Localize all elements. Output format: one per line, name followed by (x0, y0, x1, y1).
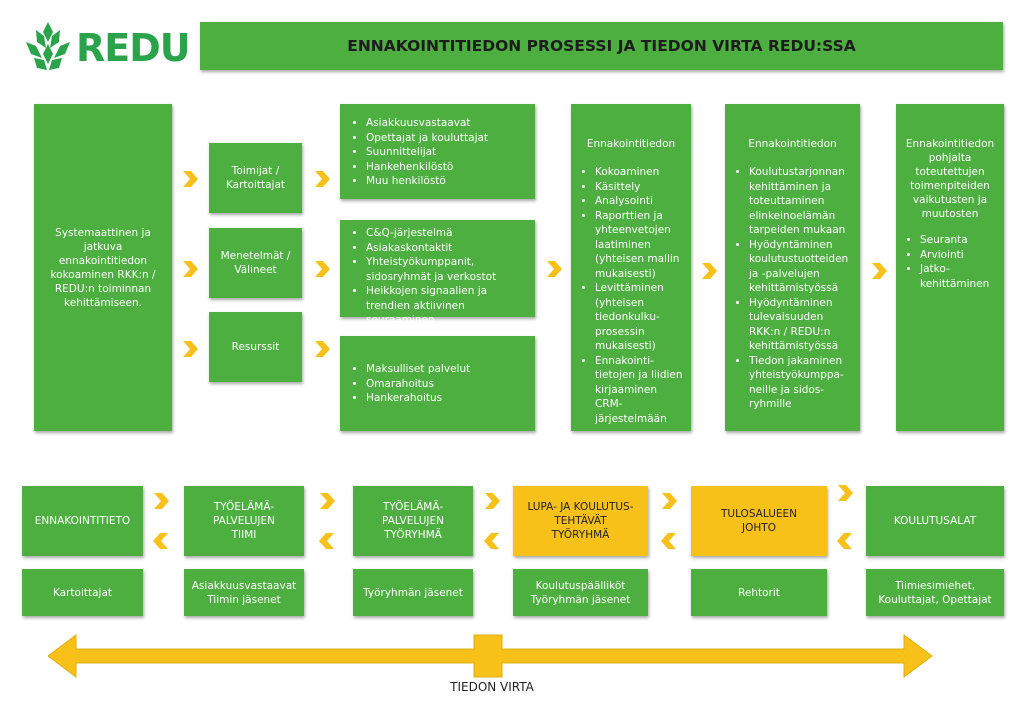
category-resources: Resurssit (209, 312, 302, 382)
chevron-right-icon (660, 492, 678, 510)
list-item: Asiakaskontaktit (366, 241, 527, 256)
list-item: Arviointi (920, 248, 998, 263)
chevron-left-icon (483, 532, 501, 550)
followup-title: Ennakointitiedon pohjalta toteutettujen … (905, 138, 995, 220)
list-item: Koulutustarjonnan kehittäminen ja toteut… (749, 165, 854, 238)
chevron-right-icon (313, 170, 331, 188)
usage-box: Ennakointitiedon Koulutustarjonnan kehit… (725, 104, 860, 431)
page-title: ENNAKOINTITIEDON PROSESSI JA TIEDON VIRT… (200, 22, 1003, 70)
list-item: Omarahoitus (366, 377, 527, 392)
followup-box: Ennakointitiedon pohjalta toteutettujen … (896, 104, 1004, 431)
list-item: Muu henkilöstö (366, 174, 527, 189)
list-item: Asiakkuusvastaavat (366, 116, 527, 131)
list-item: Maksulliset palvelut (366, 362, 527, 377)
chevron-right-icon (313, 340, 331, 358)
members-box: Työryhmän jäsenet (353, 569, 473, 616)
chevron-right-icon (318, 492, 336, 510)
leaf-icon (26, 22, 70, 70)
stage-working-life-group: TYÖELÄMÄ- PALVELUJEN TYÖRYHMÄ (353, 486, 473, 556)
stage-fields-of-education: KOULUTUSALAT (866, 486, 1004, 556)
followup-list: SeurantaArviointiJatko-kehittäminen (902, 233, 998, 291)
chevron-right-icon (483, 492, 501, 510)
list-item: C&Q-järjestelmä (366, 226, 527, 241)
chevron-right-icon (870, 262, 888, 280)
chevron-right-icon (545, 260, 563, 278)
list-item: Raporttien ja yhteenvetojen laatiminen (… (595, 209, 685, 282)
members-box: Koulutuspäälliköt Työryhmän jäsenet (513, 569, 648, 616)
stage-working-life-team: TYÖELÄMÄ- PALVELUJEN TIIMI (184, 486, 304, 556)
chevron-left-icon (660, 532, 678, 550)
list-item: Käsittely (595, 180, 685, 195)
list-item: Jatko-kehittäminen (920, 262, 998, 291)
list-item: Heikkojen signaalien ja trendien aktiivi… (366, 284, 527, 328)
list-actors: AsiakkuusvastaavatOpettajat ja kouluttaj… (340, 104, 535, 199)
process-box: Ennakointitiedon KokoaminenKäsittelyAnal… (571, 104, 691, 431)
chevron-left-icon (836, 532, 854, 550)
list-item: Yhteistyökumppanit, sidosryhmät ja verko… (366, 255, 527, 284)
bullet-list: Maksulliset palvelutOmarahoitusHankeraho… (348, 362, 527, 406)
list-item: Tiedon jakaminen yhteistyökumppa-neille … (749, 354, 854, 412)
members-box: Asiakkuusvastaavat Tiimin jäsenet (184, 569, 304, 616)
list-item: Seuranta (920, 233, 998, 248)
list-item: Hankerahoitus (366, 391, 527, 406)
process-list: KokoaminenKäsittelyAnalysointiRaporttien… (577, 165, 685, 426)
chevron-right-icon (836, 484, 854, 502)
flow-arrow-shape (48, 634, 933, 678)
members-box: Kartoittajat (22, 569, 143, 616)
logo-text: REDU (76, 26, 191, 70)
process-title: Ennakointitiedon (586, 138, 676, 150)
category-actors: Toimijat / Kartoittajat (209, 143, 302, 213)
chevron-left-icon (318, 532, 336, 550)
chevron-right-icon (313, 260, 331, 278)
list-item: Hyödyntäminen tulevaisuuden RKK:n / REDU… (749, 296, 854, 354)
bullet-list: AsiakkuusvastaavatOpettajat ja kouluttaj… (348, 116, 527, 189)
stage-management: TULOSALUEEN JOHTO (691, 486, 827, 556)
category-methods: Menetelmät / Välineet (209, 228, 302, 298)
flow-arrow (48, 634, 933, 678)
list-resources: Maksulliset palvelutOmarahoitusHankeraho… (340, 336, 535, 431)
chevron-right-icon (181, 260, 199, 278)
usage-list: Koulutustarjonnan kehittäminen ja toteut… (731, 165, 854, 412)
stage-foresight-info: ENNAKOINTITIETO (22, 486, 143, 556)
chevron-right-icon (181, 170, 199, 188)
members-box: Tiimiesimiehet, Kouluttajat, Opettajat (866, 569, 1004, 616)
start-box: Systemaattinen ja jatkuva ennakointitied… (34, 104, 172, 431)
usage-title: Ennakointitiedon (748, 138, 837, 150)
list-item: Analysointi (595, 194, 685, 209)
list-methods: C&Q-järjestelmäAsiakaskontaktitYhteistyö… (340, 220, 535, 326)
stage-licensing-group: LUPA- JA KOULUTUS- TEHTÄVÄT TYÖRYHMÄ (513, 486, 648, 556)
list-item: Ennakointi-tietojen ja liidien kirjaamin… (595, 354, 685, 427)
chevron-right-icon (700, 262, 718, 280)
chevron-right-icon (181, 340, 199, 358)
list-item: Hankehenkilöstö (366, 160, 527, 175)
chevron-right-icon (152, 492, 170, 510)
chevron-left-icon (152, 532, 170, 550)
list-item: Opettajat ja kouluttajat (366, 131, 527, 146)
flow-label: TIEDON VIRTA (450, 680, 534, 694)
bullet-list: C&Q-järjestelmäAsiakaskontaktitYhteistyö… (348, 226, 527, 328)
list-item: Kokoaminen (595, 165, 685, 180)
list-item: Hyödyntäminen koulutustuotteiden ja -pal… (749, 238, 854, 296)
list-item: Suunnittelijat (366, 145, 527, 160)
logo: REDU (22, 20, 191, 72)
list-item: Levittäminen (yhteisen tiedonkulku-prose… (595, 281, 685, 354)
members-box: Rehtorit (691, 569, 827, 616)
